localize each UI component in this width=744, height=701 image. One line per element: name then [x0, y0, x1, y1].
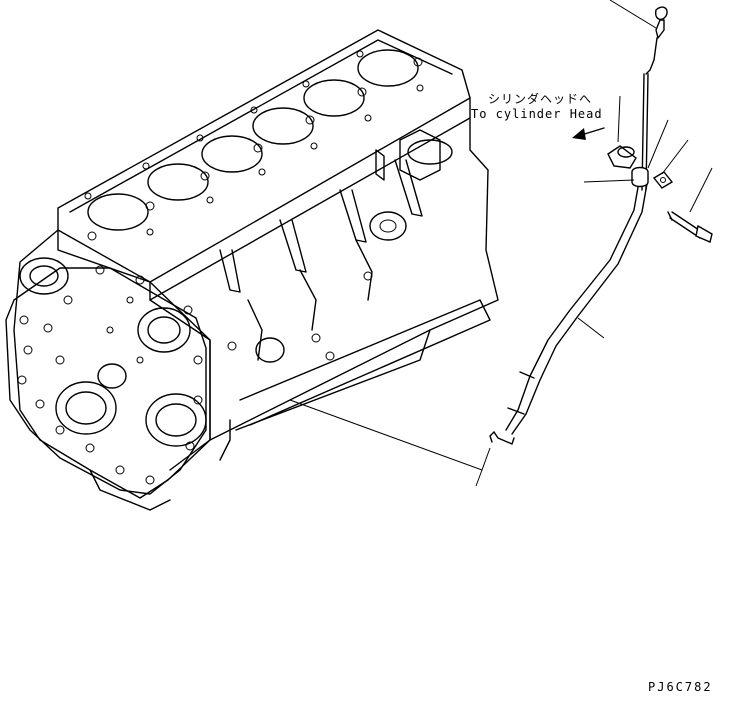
cylinder-block: [57, 29, 499, 471]
drawing-code: PJ6C782: [648, 680, 713, 694]
cylinder-head-label-en: To cylinder Head: [471, 107, 603, 121]
dipstick-assembly: [289, 0, 713, 487]
cylinder-head-label-ja: シリンダヘッドへ: [488, 92, 593, 106]
arrow-left-down-icon: [572, 127, 605, 140]
gear-housing: [5, 229, 211, 511]
